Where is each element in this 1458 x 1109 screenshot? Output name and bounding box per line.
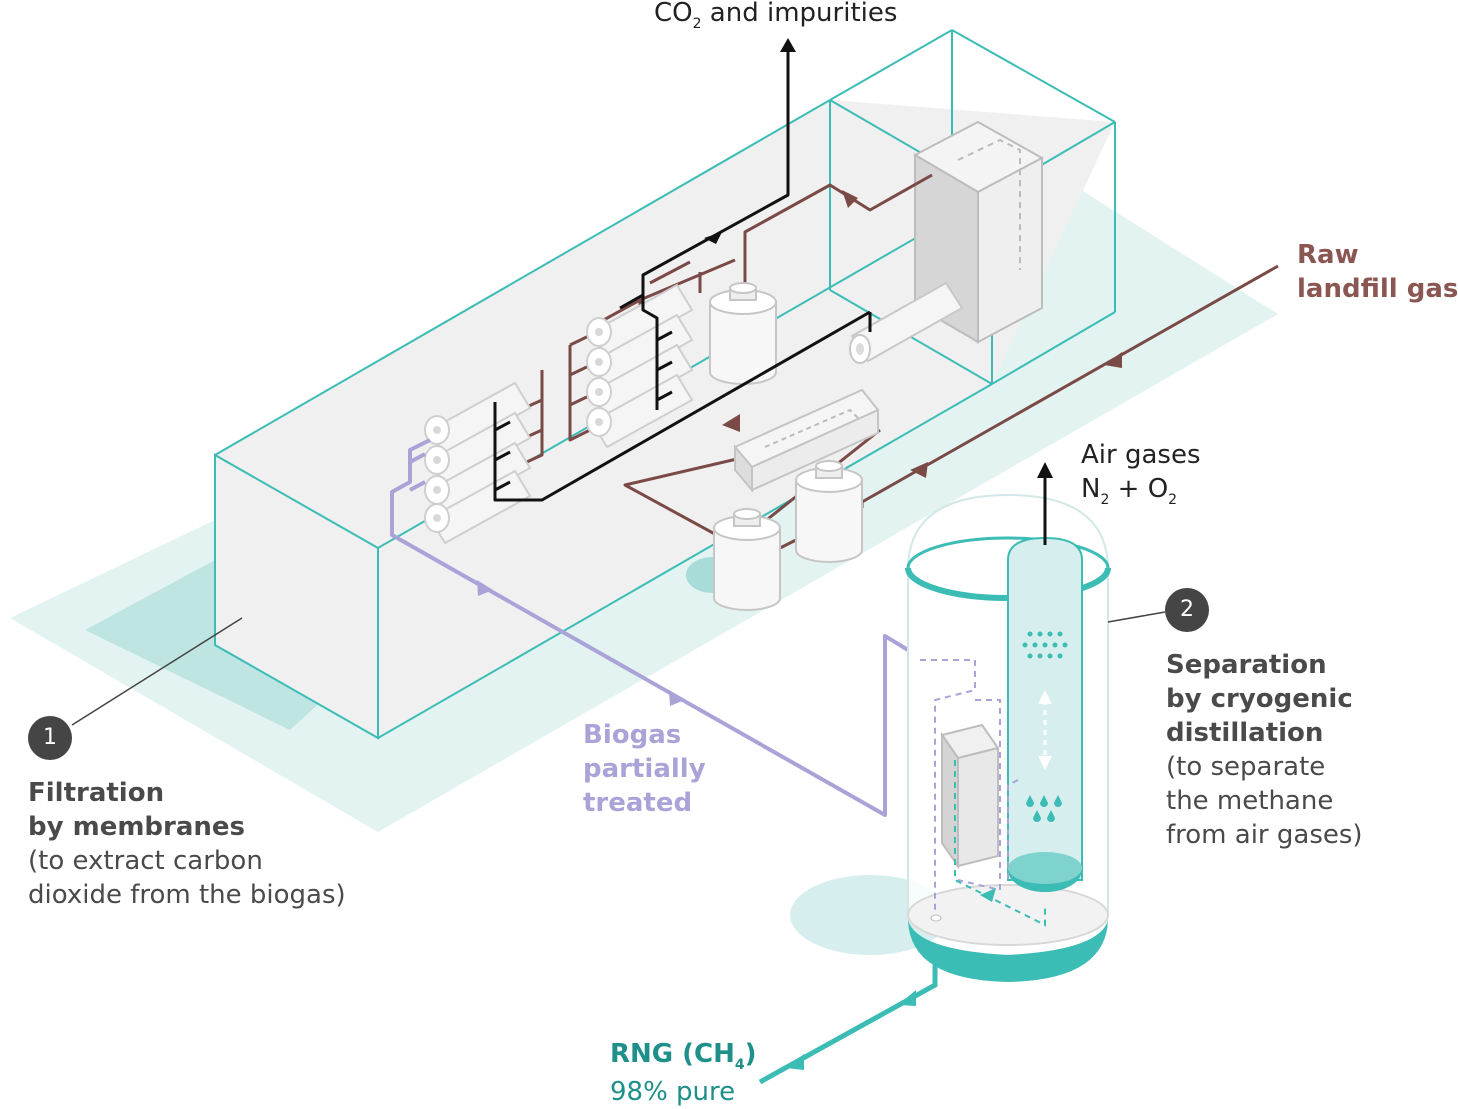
leader-line-2 bbox=[1107, 611, 1166, 623]
co2-output-label: CO2 and impurities bbox=[654, 0, 898, 32]
biogas-arrow bbox=[477, 580, 493, 596]
raw-gas-arrow bbox=[910, 462, 928, 478]
raw-gas-arrow bbox=[842, 190, 858, 208]
storage-tank-icon bbox=[795, 460, 863, 563]
arrow-up-icon bbox=[780, 38, 796, 52]
rng-arrow bbox=[898, 990, 916, 1006]
container-floor bbox=[215, 100, 1115, 738]
cryogenic-column-icon bbox=[905, 493, 1111, 982]
compressor-icon bbox=[733, 388, 880, 493]
raw-gas-arrow bbox=[1104, 352, 1122, 368]
heat-exchanger-icon bbox=[849, 281, 964, 364]
rng-arrow bbox=[786, 1054, 804, 1070]
biogas-pipe bbox=[390, 438, 910, 817]
storage-tank-icon bbox=[713, 508, 781, 611]
raw-gas-arrow bbox=[722, 414, 740, 432]
rng-pipe bbox=[758, 965, 938, 1085]
step-1-badge: 1 bbox=[28, 716, 72, 760]
leader-line-1 bbox=[71, 617, 243, 726]
rng-label: RNG (CH4) 98% pure bbox=[610, 1039, 757, 1107]
co2-arrow bbox=[704, 232, 722, 244]
storage-tank-icon bbox=[709, 282, 777, 385]
arrow-up-icon bbox=[1037, 462, 1053, 478]
biogas-arrow bbox=[669, 690, 685, 706]
co2-pipe bbox=[493, 48, 872, 502]
membrane-module-icon bbox=[424, 381, 532, 545]
step-2-badge: 2 bbox=[1165, 588, 1209, 632]
air-gases-label: Air gases N2 + O2 bbox=[1081, 440, 1201, 508]
